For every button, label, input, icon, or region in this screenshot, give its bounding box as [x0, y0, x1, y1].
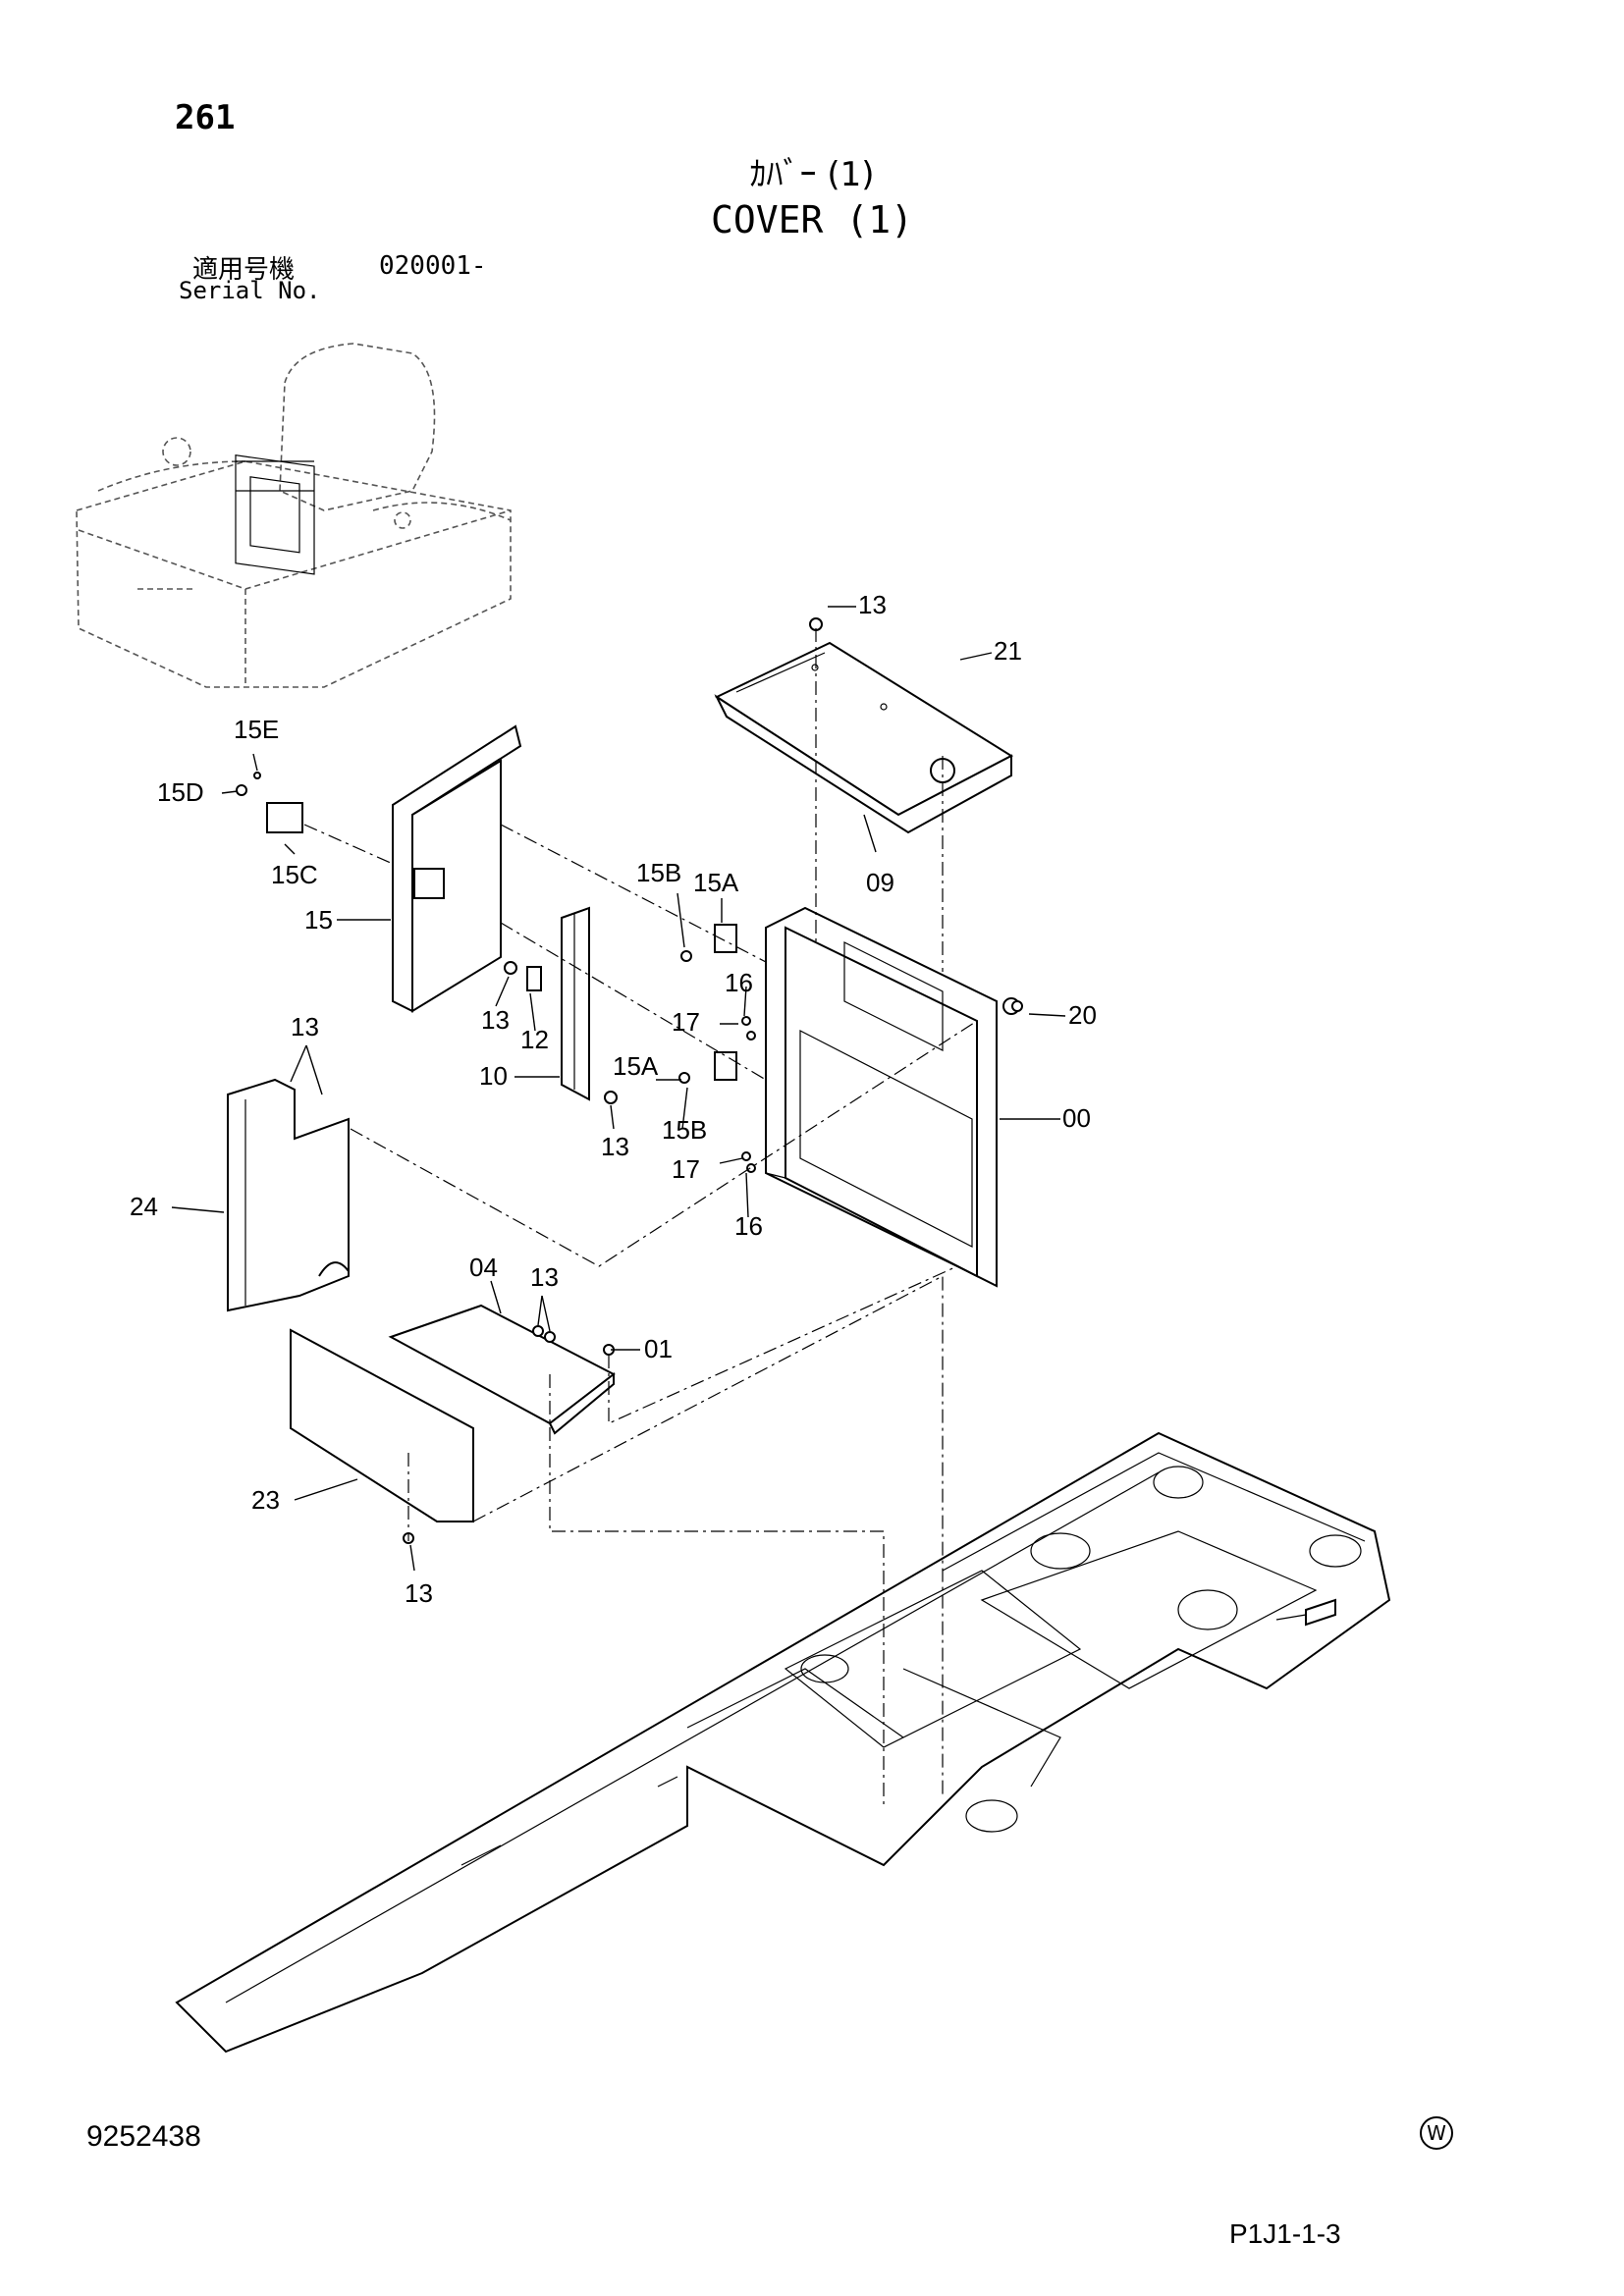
callout-15B-lower: 15B [662, 1115, 707, 1145]
latches [236, 617, 1023, 1173]
callout-10: 10 [479, 1061, 508, 1091]
callout-12: 12 [520, 1025, 549, 1054]
callout-17-upper: 17 [672, 1007, 700, 1037]
callout-21: 21 [994, 636, 1022, 666]
page-reference: P1J1-1-3 [1229, 2218, 1341, 2249]
callout-20: 20 [1068, 1000, 1097, 1030]
part-09-top-cover [714, 641, 1014, 834]
callout-13-bottom: 13 [405, 1578, 433, 1608]
callout-15E: 15E [234, 715, 279, 744]
callout-13-left: 13 [291, 1012, 319, 1041]
callout-23: 23 [251, 1485, 280, 1515]
callout-13-plate: 13 [530, 1262, 559, 1292]
page-number: 261 [175, 98, 236, 137]
callout-04: 04 [469, 1253, 498, 1282]
title-japanese: ｶﾊﾞｰ (1) [749, 155, 875, 194]
part-04-plate [388, 1304, 616, 1435]
reference-lines [303, 628, 978, 1806]
part-10-bracket [561, 906, 590, 1101]
callout-15D: 15D [157, 777, 204, 807]
w-mark: W [1420, 2116, 1453, 2150]
callout-13-top: 13 [858, 590, 887, 619]
serial-value: 020001- [379, 251, 487, 281]
callout-09: 09 [866, 868, 894, 897]
callout-labels: 13 21 15E 15D 15C 15 15B 15A 09 16 17 20… [130, 590, 1097, 1608]
callout-01: 01 [644, 1334, 673, 1363]
callout-15B-upper: 15B [636, 858, 681, 887]
title-english: COVER (1) [711, 198, 913, 241]
callout-16-upper: 16 [725, 968, 753, 997]
callout-13-lower: 13 [601, 1132, 629, 1161]
callout-15A-lower: 15A [613, 1051, 659, 1081]
part-24-side-panel [227, 1078, 350, 1312]
callout-13-mid: 13 [481, 1005, 510, 1035]
serial-label-jp: 適用号機 [192, 255, 296, 285]
callout-17-lower: 17 [672, 1154, 700, 1184]
callout-15A-upper: 15A [693, 868, 739, 897]
document-number: 9252438 [86, 2120, 201, 2153]
leader-lines [171, 606, 1066, 1572]
callout-16-lower: 16 [734, 1211, 763, 1241]
callout-00: 00 [1062, 1103, 1091, 1133]
callout-15: 15 [304, 905, 333, 934]
part-00-panel [765, 906, 1020, 1288]
part-15-channel [392, 724, 522, 1013]
frame-structure [175, 1431, 1391, 2054]
machine-overview-sketch [76, 343, 512, 688]
callout-15C: 15C [271, 860, 318, 889]
serial-label-en: Serial No. [179, 277, 321, 304]
callout-24: 24 [130, 1192, 158, 1221]
